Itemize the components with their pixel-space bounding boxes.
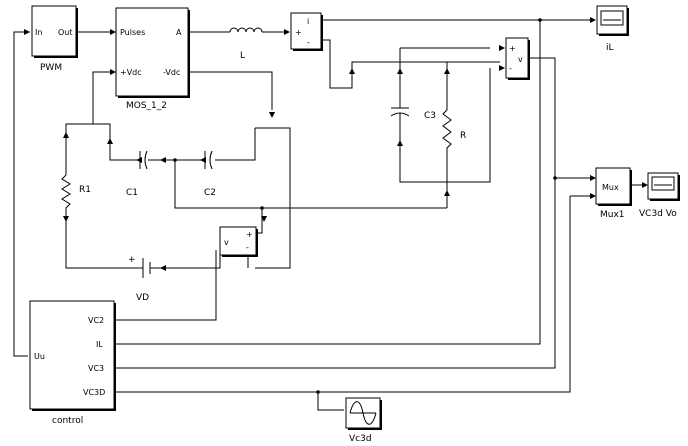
mos-label: MOS_1_2 bbox=[126, 101, 167, 111]
scope-vc3d-block[interactable]: VC3d Vo bbox=[639, 172, 680, 219]
resistor-r[interactable]: R bbox=[442, 109, 466, 155]
mos-block[interactable]: Pulses A +Vdc -Vdc MOS_1_2 bbox=[115, 7, 190, 111]
scope-vc3d-label: VC3d Vo bbox=[639, 209, 677, 219]
volt-mid-pos-port: + bbox=[246, 230, 253, 239]
pwm-out-port: Out bbox=[58, 28, 73, 37]
current-meas-i-port: i bbox=[307, 17, 309, 26]
c2-label: C2 bbox=[204, 188, 216, 198]
c1-label: C1 bbox=[126, 188, 138, 198]
scope-il-label: iL bbox=[606, 43, 614, 53]
dc-source-vd[interactable]: + VD bbox=[128, 255, 160, 303]
voltage-measurement-right-block[interactable]: + - v bbox=[505, 37, 530, 80]
capacitor-c2[interactable]: C2 bbox=[195, 150, 216, 198]
volt-right-pos-port: + bbox=[509, 44, 516, 53]
r1-label: R1 bbox=[79, 185, 91, 195]
vd-label: VD bbox=[136, 293, 149, 303]
mos-pulses-port: Pulses bbox=[120, 28, 145, 37]
control-block[interactable]: Uu VC2 IL VC3 VC3D control bbox=[29, 300, 116, 426]
capacitor-c3[interactable]: C3 bbox=[390, 82, 436, 128]
voltage-measurement-mid-block[interactable]: v + - bbox=[219, 226, 258, 257]
volt-mid-v-port: v bbox=[224, 238, 229, 247]
pwm-block[interactable]: In Out PWM bbox=[31, 5, 78, 73]
mux-inner-label: Mux bbox=[602, 183, 619, 192]
scope-il-block[interactable]: iL bbox=[596, 5, 629, 53]
current-meas-pos-port: + bbox=[295, 28, 302, 37]
control-il-port: IL bbox=[96, 340, 103, 349]
capacitor-c1[interactable]: C1 bbox=[126, 150, 148, 198]
r-label: R bbox=[460, 131, 466, 141]
control-uu-port: Uu bbox=[34, 352, 45, 361]
mos-a-port: A bbox=[176, 28, 182, 37]
control-vc3d-port: VC3D bbox=[83, 388, 105, 397]
inductor-l[interactable]: L bbox=[229, 27, 263, 61]
current-measurement-block[interactable]: i + - bbox=[290, 12, 323, 51]
sine-label: Vc3d bbox=[349, 434, 372, 444]
resistor-r1[interactable]: R1 bbox=[61, 174, 91, 212]
volt-right-neg-port: - bbox=[509, 64, 512, 73]
mos-vdc-pos-port: +Vdc bbox=[120, 68, 142, 77]
control-vc3-port: VC3 bbox=[88, 364, 104, 373]
vd-polarity: + bbox=[128, 255, 136, 265]
inductor-label: L bbox=[240, 51, 245, 61]
current-meas-neg-port: - bbox=[307, 38, 310, 47]
pwm-label: PWM bbox=[40, 63, 62, 73]
pwm-in-port: In bbox=[35, 28, 42, 37]
mux-label: Mux1 bbox=[600, 210, 625, 220]
sine-source-block[interactable]: Vc3d bbox=[345, 397, 382, 444]
volt-right-v-port: v bbox=[518, 55, 523, 64]
mos-vdc-neg-port: -Vdc bbox=[163, 68, 180, 77]
wires bbox=[13, 18, 643, 411]
volt-mid-neg-port: - bbox=[246, 243, 249, 252]
control-vc2-port: VC2 bbox=[88, 316, 104, 325]
mux-block[interactable]: Mux Mux1 bbox=[595, 167, 632, 220]
c3-label: C3 bbox=[424, 111, 436, 121]
control-label: control bbox=[52, 416, 83, 426]
